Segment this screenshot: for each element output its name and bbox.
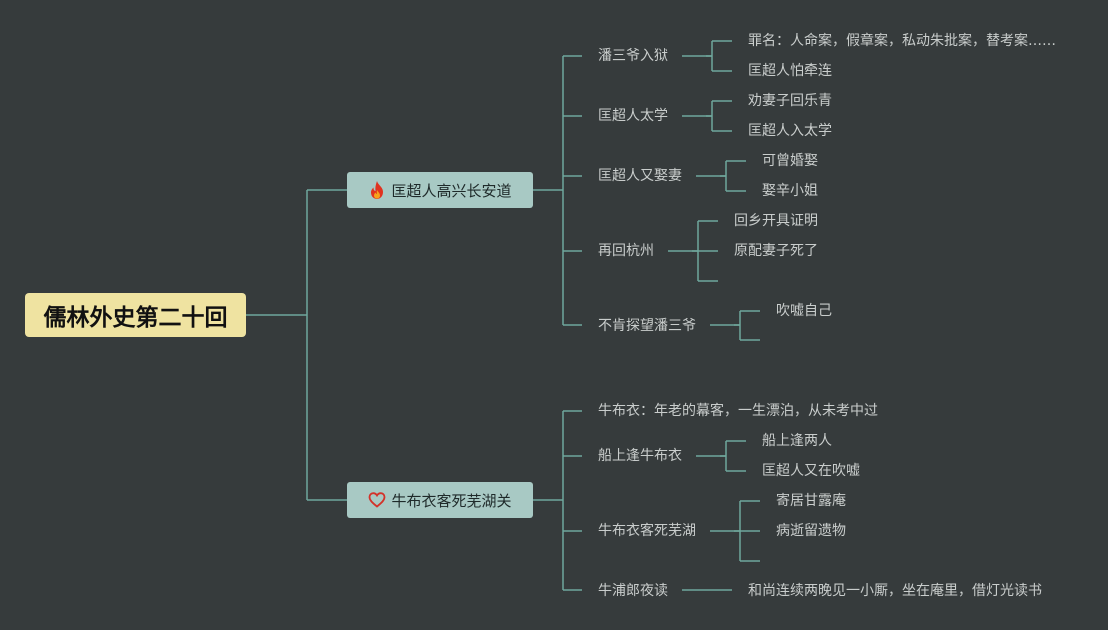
detail-node-label[interactable]: 原配妻子死了 xyxy=(734,243,818,259)
branch-node-niu-buyi[interactable]: 牛布衣客死芜湖关 xyxy=(347,482,533,518)
topic-node-label[interactable]: 潘三爷入狱 xyxy=(598,48,668,64)
topic-node-label[interactable]: 再回杭州 xyxy=(598,243,654,259)
topic-node-label[interactable]: 牛浦郎夜读 xyxy=(598,583,668,599)
detail-node-label[interactable]: 匡超人又在吹嘘 xyxy=(762,463,860,479)
topic-node-label[interactable]: 不肯探望潘三爷 xyxy=(598,318,696,334)
heart-icon xyxy=(368,491,386,509)
root-node[interactable]: 儒林外史第二十回 xyxy=(25,293,246,337)
detail-node-label[interactable]: 回乡开具证明 xyxy=(734,213,818,229)
detail-node-label[interactable]: 匡超人怕牵连 xyxy=(748,63,832,79)
branch-node-kuang-chaoren[interactable]: 匡超人高兴长安道 xyxy=(347,172,533,208)
branch-node-label: 匡超人高兴长安道 xyxy=(391,181,512,200)
topic-node-label[interactable]: 匡超人又娶妻 xyxy=(598,168,682,184)
topic-node-label[interactable]: 牛布衣客死芜湖 xyxy=(598,523,696,539)
detail-node-label[interactable]: 船上逢两人 xyxy=(762,433,832,449)
detail-node-label[interactable]: 病逝留遗物 xyxy=(776,523,846,539)
root-node-label: 儒林外史第二十回 xyxy=(43,305,228,331)
topic-node-label[interactable]: 匡超人太学 xyxy=(598,108,668,124)
detail-node-label[interactable]: 娶辛小姐 xyxy=(762,183,818,199)
detail-node-label[interactable]: 和尚连续两晚见一小厮，坐在庵里，借灯光读书 xyxy=(748,583,1042,599)
detail-node-label[interactable]: 吹嘘自己 xyxy=(776,303,832,319)
topic-node-label[interactable]: 牛布衣：年老的幕客，一生漂泊，从未考中过 xyxy=(598,403,878,419)
topic-node-label[interactable]: 船上逢牛布衣 xyxy=(598,448,682,464)
detail-node-label[interactable]: 寄居甘露庵 xyxy=(776,493,846,509)
detail-node-label[interactable]: 匡超人入太学 xyxy=(748,123,832,139)
branch-node-label: 牛布衣客死芜湖关 xyxy=(391,491,512,510)
detail-node-label[interactable]: 劝妻子回乐青 xyxy=(748,93,832,109)
detail-node-label[interactable]: 罪名：人命案，假章案，私动朱批案，替考案…… xyxy=(748,33,1056,49)
detail-node-label[interactable]: 可曾婚娶 xyxy=(762,153,818,169)
fire-icon xyxy=(368,180,386,200)
